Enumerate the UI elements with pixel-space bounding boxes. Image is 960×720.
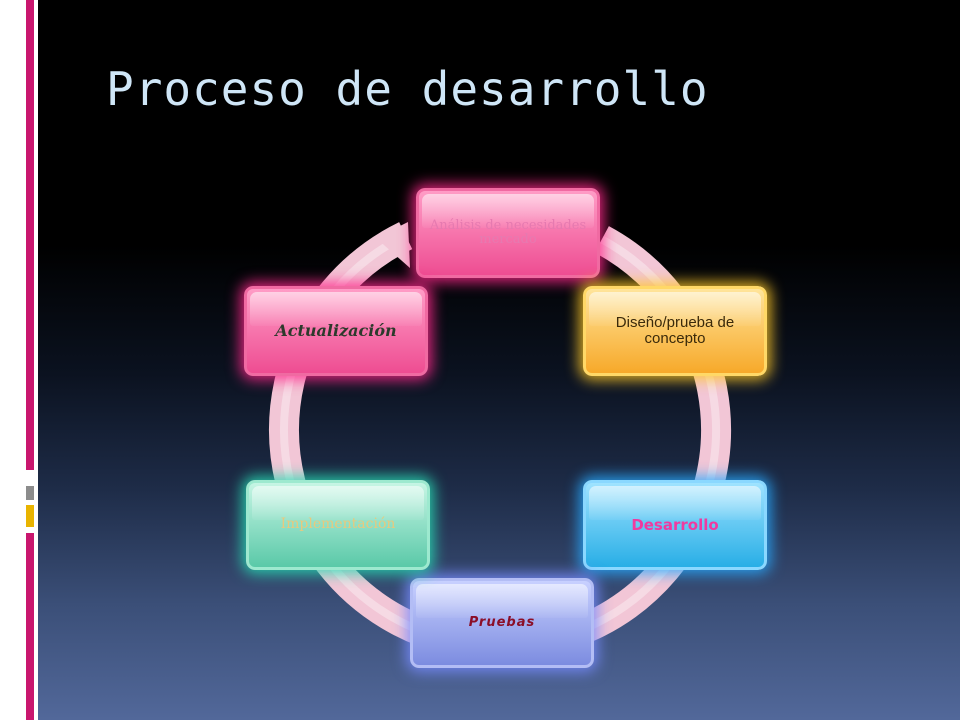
margin-stripe-magenta bbox=[26, 0, 34, 470]
step-analisis-necesidades: Análisis de necesidades mercado bbox=[416, 188, 600, 278]
margin-stripe-magenta-lower bbox=[26, 533, 34, 720]
step-implementacion: Implementación bbox=[246, 480, 430, 570]
margin-stripe-gray bbox=[26, 486, 34, 500]
left-margin-bar bbox=[0, 0, 38, 720]
page-title: Proceso de desarrollo bbox=[106, 62, 709, 116]
step-label: Implementación bbox=[280, 516, 396, 533]
step-desarrollo: Desarrollo bbox=[583, 480, 767, 570]
step-actualizacion: Actualización bbox=[244, 286, 428, 376]
step-label: Pruebas bbox=[468, 614, 536, 630]
step-label: Diseño/prueba de concepto bbox=[615, 313, 735, 347]
step-diseno-prueba-concepto: Diseño/prueba de concepto bbox=[583, 286, 767, 376]
step-label: Desarrollo bbox=[631, 515, 719, 534]
margin-stripe-gold bbox=[26, 505, 34, 527]
step-label: Actualización bbox=[275, 321, 397, 341]
step-pruebas: Pruebas bbox=[410, 578, 594, 668]
step-label: Análisis de necesidades mercado bbox=[429, 217, 587, 247]
cycle-arrowhead bbox=[376, 222, 410, 268]
